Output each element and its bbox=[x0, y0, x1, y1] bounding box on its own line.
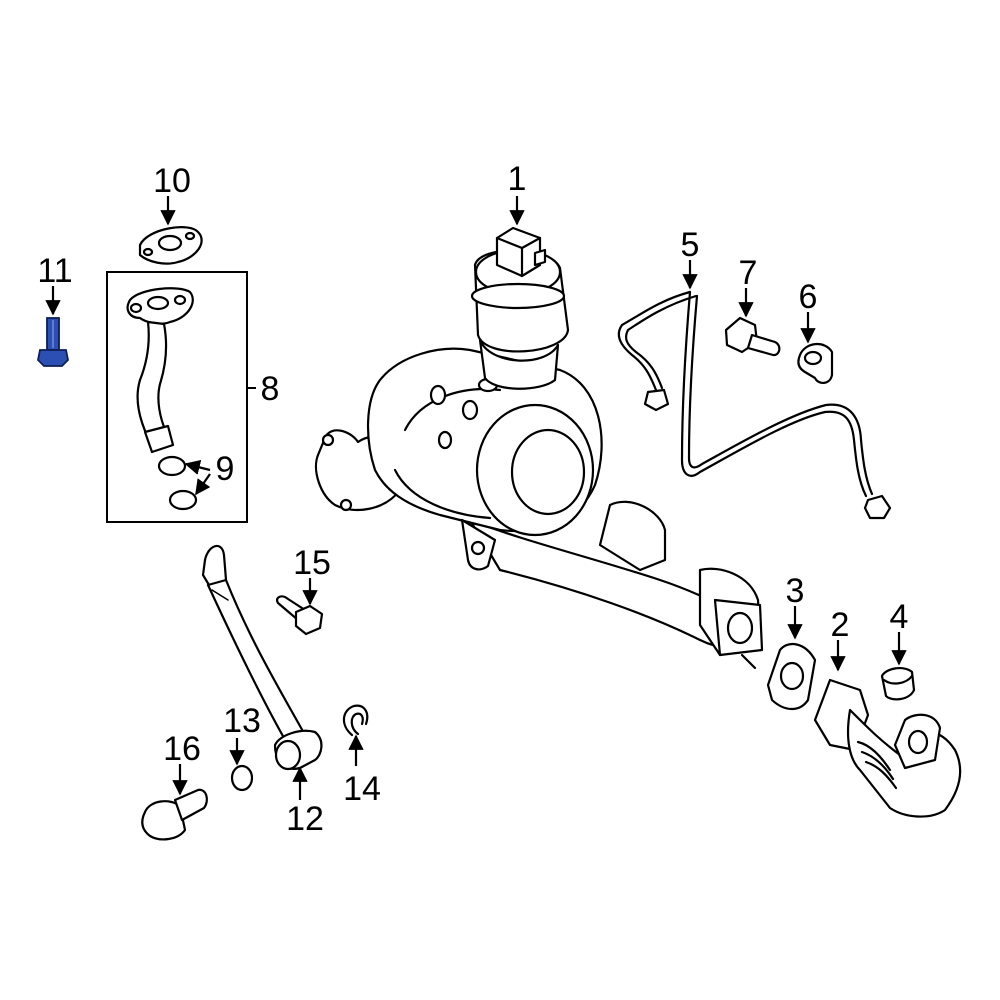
oil-feed-line-box bbox=[106, 271, 248, 523]
gasket-3[interactable] bbox=[766, 642, 817, 711]
callout-1: 1 bbox=[508, 160, 527, 198]
exhaust-pipe-2[interactable] bbox=[813, 678, 962, 818]
leader-arrows bbox=[45, 196, 907, 800]
callout-12: 12 bbox=[286, 800, 324, 838]
callout-11: 11 bbox=[37, 252, 72, 290]
oil-feed-line-8[interactable] bbox=[126, 287, 194, 454]
sensor-harness[interactable] bbox=[617, 290, 892, 520]
nut-4[interactable] bbox=[880, 666, 916, 701]
callout-8: 8 bbox=[261, 370, 280, 408]
o-ring-13[interactable] bbox=[230, 764, 254, 792]
callout-14: 14 bbox=[343, 770, 381, 808]
callout-6: 6 bbox=[799, 278, 818, 316]
turbocharger[interactable] bbox=[314, 226, 764, 670]
bolt-15[interactable] bbox=[276, 595, 324, 636]
callout-15: 15 bbox=[293, 544, 331, 582]
callout-5: 5 bbox=[681, 226, 700, 264]
callout-13: 13 bbox=[223, 702, 261, 740]
bolt-7[interactable] bbox=[724, 316, 781, 357]
callout-9: 9 bbox=[216, 450, 235, 488]
callout-10: 10 bbox=[153, 162, 191, 200]
clip-14[interactable] bbox=[342, 704, 369, 737]
bolt-11-highlighted[interactable] bbox=[37, 317, 69, 367]
callout-7: 7 bbox=[739, 254, 758, 292]
callout-4: 4 bbox=[890, 598, 909, 636]
banjo-bolt-16[interactable] bbox=[141, 788, 208, 841]
callout-2: 2 bbox=[831, 606, 850, 644]
bracket-6[interactable] bbox=[797, 343, 834, 384]
oil-return-tube-12[interactable] bbox=[201, 544, 323, 771]
callout-16: 16 bbox=[163, 730, 201, 768]
callout-3: 3 bbox=[786, 572, 805, 610]
gasket-10[interactable] bbox=[138, 226, 203, 265]
